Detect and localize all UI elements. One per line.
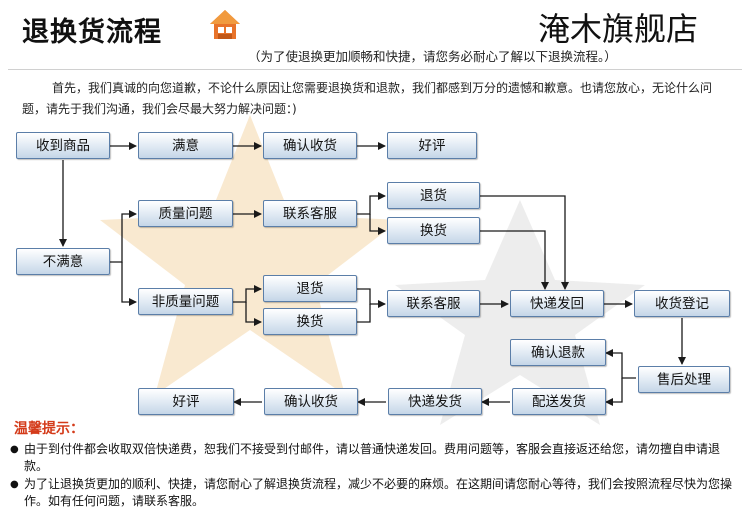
node-deliver-dispatch: 配送发货	[512, 388, 606, 415]
tip-text: 为了让退换货更加的顺利、快捷，请您耐心了解退换货流程，减少不必要的麻烦。在这期间…	[24, 477, 733, 508]
node-quality-issue: 质量问题	[138, 200, 233, 227]
node-after-sales: 售后处理	[638, 366, 730, 393]
page-title: 退换货流程	[22, 17, 162, 48]
node-ship-back: 快递发回	[510, 290, 604, 317]
arrow-nonquality-exchange	[245, 302, 262, 326]
header-divider	[8, 69, 742, 70]
tip-item: ● 为了让退换货更加的顺利、快捷，请您耐心了解退换货流程，减少不必要的麻烦。在这…	[10, 476, 739, 510]
arrow-nonquality-return	[233, 285, 262, 303]
tip-text: 由于到付件都会收取双倍快递费，恕我们不接受到付邮件，请以普通快递发回。费用问题等…	[24, 442, 721, 473]
arrow-return-shipback	[480, 195, 569, 290]
node-satisfied: 满意	[138, 132, 233, 159]
intro-paragraph: 首先，我们真诚的向您道歉，不论什么原因让您需要退换货和退款，我们都感到万分的遗憾…	[22, 81, 713, 116]
tip-item: ● 由于到付件都会收取双倍快递费，恕我们不接受到付邮件，请以普通快递发回。费用问…	[10, 441, 739, 475]
node-confirm-receipt-top: 确认收货	[263, 132, 357, 159]
node-non-quality-issue: 非质量问题	[138, 288, 233, 315]
house-icon	[210, 10, 240, 39]
tips-title: 温馨提示：	[14, 421, 84, 437]
arrow-return-contact	[357, 288, 386, 308]
node-exchange-quality: 换货	[387, 217, 480, 244]
node-contact-cs-quality: 联系客服	[263, 200, 357, 227]
arrow-aftersales-refund	[605, 349, 636, 379]
arrow-contact-exchange	[369, 214, 386, 235]
node-express-dispatch: 快递发货	[388, 388, 482, 415]
node-receive: 收到商品	[16, 132, 110, 159]
arrow-branch-quality	[110, 210, 137, 263]
node-good-review-bottom: 好评	[138, 388, 234, 415]
node-confirm-receipt-bottom: 确认收货	[264, 388, 358, 415]
node-return-quality: 退货	[387, 182, 480, 209]
arrow-exchange-shipback	[480, 230, 549, 290]
page-subtitle: （为了使退换更加顺畅和快捷，请您务必耐心了解以下退换流程。）	[248, 49, 617, 64]
node-contact-cs-nonquality: 联系客服	[387, 290, 480, 317]
node-return-nonquality: 退货	[263, 275, 357, 302]
bullet-icon: ●	[10, 444, 19, 455]
bullet-icon: ●	[10, 479, 19, 490]
arrow-aftersales-deliver	[605, 378, 623, 406]
arrow-contact-return	[357, 192, 386, 215]
store-name: 淹木旗舰店	[538, 10, 699, 48]
node-confirm-refund: 确认退款	[510, 339, 606, 366]
node-unsatisfied: 不满意	[16, 248, 110, 275]
arrow-exchange-contact	[357, 304, 371, 323]
node-receive-register: 收货登记	[634, 290, 730, 317]
node-good-review-top: 好评	[387, 132, 477, 159]
node-exchange-nonquality: 换货	[263, 308, 357, 335]
arrow-branch-nonquality	[121, 262, 137, 306]
